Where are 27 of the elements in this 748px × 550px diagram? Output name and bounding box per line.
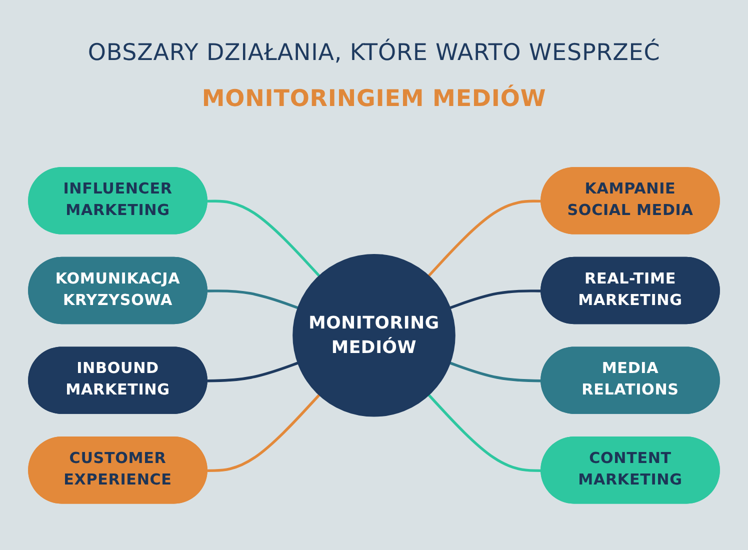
- title: OBSZARY DZIAŁANIA, KTÓRE WARTO WESPRZEĆ MONITORINGIEM MEDIÓW: [86, 38, 662, 114]
- topic-pill: [28, 166, 208, 234]
- node-label: KAMPANIE SOCIAL MEDIA: [566, 179, 694, 222]
- topic-pill: [540, 166, 720, 234]
- connector-line: [207, 361, 298, 382]
- connector-line: [207, 394, 320, 472]
- topic-pill: [540, 436, 720, 504]
- topic-pill: [28, 256, 208, 324]
- topic-pill: [540, 346, 720, 414]
- node-label: REAL-TIME MARKETING: [577, 268, 684, 312]
- topic-pill: [540, 256, 720, 324]
- node-label: INFLUENCER MARKETING: [62, 179, 174, 222]
- connector-line: [450, 361, 542, 382]
- node-label: MEDIA RELATIONS: [580, 358, 680, 401]
- topic-pill: [28, 436, 208, 504]
- node-label: MONITORING MEDIÓW: [308, 310, 440, 360]
- connector-line: [428, 199, 542, 276]
- connector-line: [207, 289, 298, 309]
- node-label: CUSTOMER EXPERIENCE: [62, 448, 173, 491]
- node-label: KOMUNIKACJA KRYZYSOWA: [54, 268, 182, 312]
- node-label: CONTENT MARKETING: [577, 448, 684, 491]
- hub-circle: [292, 254, 456, 416]
- topic-pill: [28, 346, 208, 414]
- node-label: INBOUND MARKETING: [64, 358, 171, 401]
- connector-line: [207, 199, 320, 276]
- connector-line: [428, 394, 542, 472]
- connector-line: [450, 289, 542, 309]
